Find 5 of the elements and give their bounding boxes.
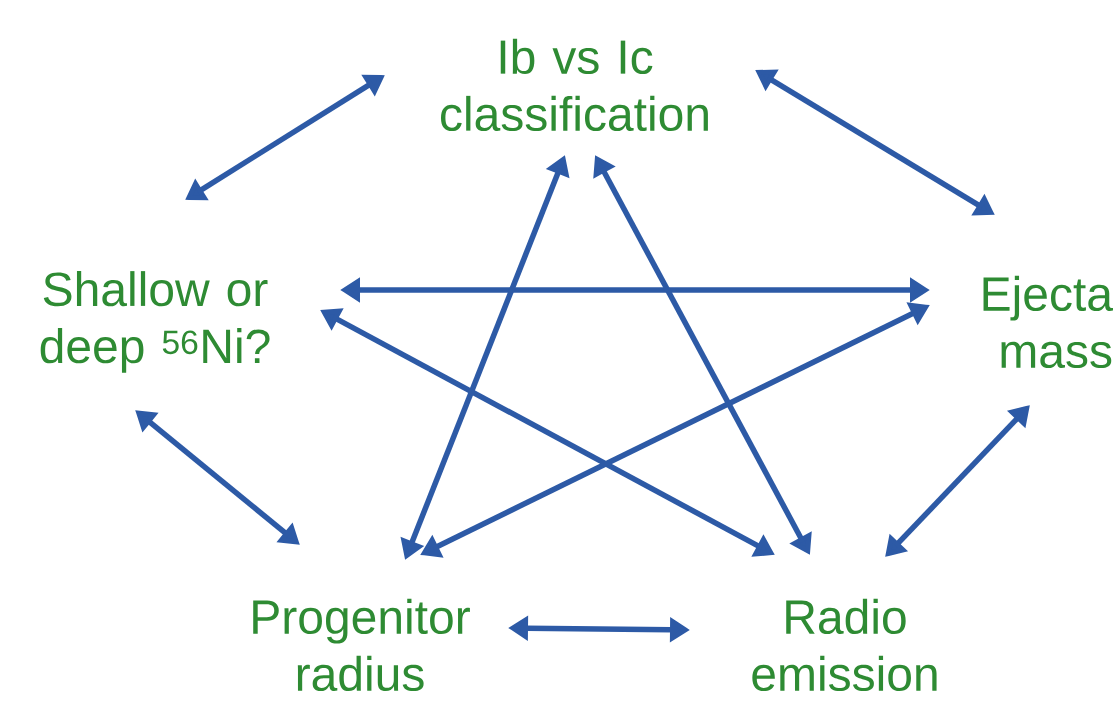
node-label: Ejecta mass — [983, 275, 1113, 369]
node-label: Shallow or deep $^{56}$Ni? — [40, 271, 270, 373]
node-label: Radio emission — [752, 598, 937, 692]
node-label: Ib vs Ic classification — [441, 38, 708, 132]
node-label: Progenitor radius — [253, 598, 470, 692]
